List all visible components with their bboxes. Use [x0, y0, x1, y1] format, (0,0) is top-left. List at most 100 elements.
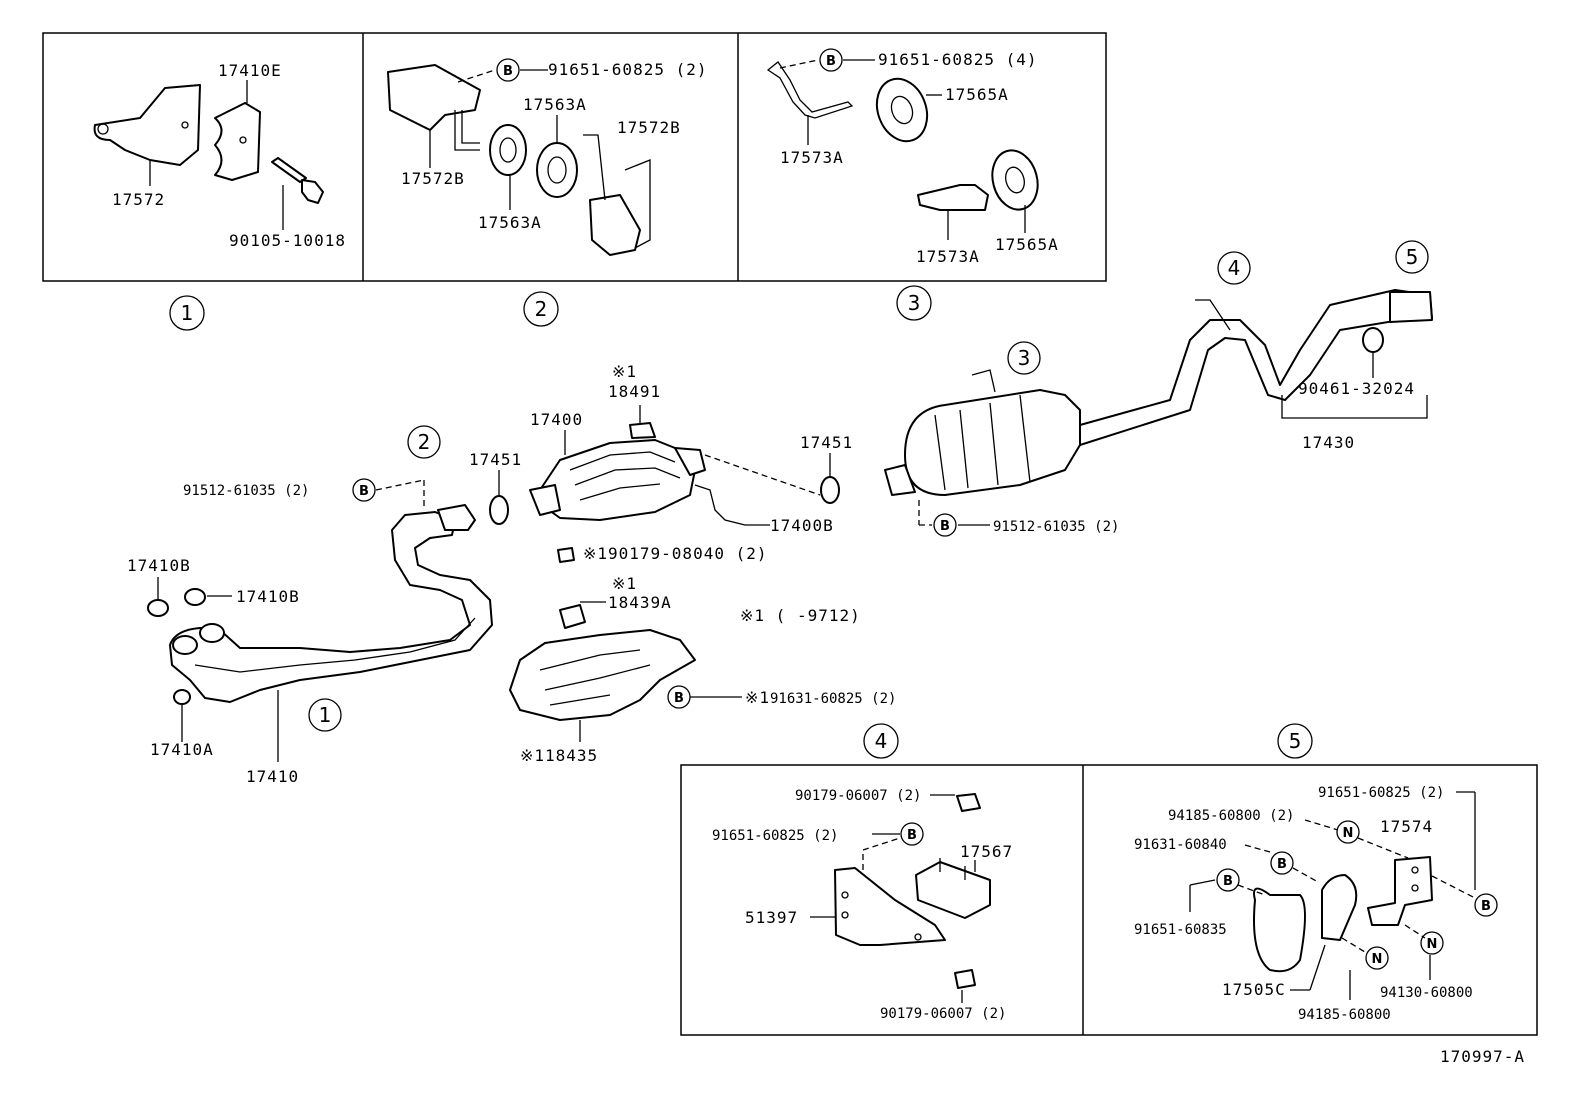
converter-flange: [529, 484, 561, 516]
flange-hole: [172, 635, 198, 655]
nut-90179-06007-top-shape: [956, 793, 981, 812]
part-label-91631-60840: 91631-60840: [1134, 837, 1227, 853]
svg-text:2: 2: [535, 297, 548, 321]
support-17563a-shape: [489, 124, 527, 176]
support-inner: [547, 156, 567, 184]
part-label-17563a-top: 17563A: [523, 95, 587, 114]
part-label-90179-08040: 90179-08040 (2): [608, 544, 768, 563]
part-label-17400: 17400: [530, 410, 583, 429]
mark-18435: ※1: [520, 746, 545, 765]
detail-marker-1-main: 1: [308, 698, 342, 732]
part-label-17410e: 17410E: [218, 61, 282, 80]
plug-18439a-shape: [559, 604, 586, 629]
bracket-hole: [97, 123, 109, 135]
mark-90179-08040: ※1: [583, 544, 608, 563]
shield-outline: [509, 629, 696, 721]
part-label-90179-06007-top: 90179-06007 (2): [795, 788, 921, 804]
plate-hole: [239, 136, 247, 144]
part-label-17410b-top: 17410B: [127, 556, 191, 575]
nut-symbol: N: [1336, 820, 1360, 844]
gasket-17410b-shape: [147, 599, 169, 617]
leader-dashed: [457, 69, 496, 83]
part-label-17572b-right: 17572B: [617, 118, 681, 137]
diagram-code: 170997-A: [1440, 1047, 1525, 1066]
part-label-17451-left: 17451: [469, 450, 522, 469]
hanger-bracket-shape: [387, 64, 481, 131]
svg-text:5: 5: [1406, 245, 1419, 269]
tail-pipe-outline: [1079, 289, 1433, 446]
detail-marker-3: 3: [896, 285, 932, 321]
svg-text:4: 4: [875, 729, 888, 753]
heat-shield-18435: [509, 629, 742, 742]
leader-dashed: [1237, 884, 1266, 896]
hanger-rod: [624, 159, 651, 249]
detail-marker-3-main: 3: [1007, 341, 1041, 375]
detail-marker-5-main: 5: [1395, 240, 1429, 274]
leader-dashed: [1304, 819, 1339, 831]
part-label-17410: 17410: [246, 767, 299, 786]
panel-5: 91651-60825 (2) 94185-60800 (2) 17574 91…: [1134, 785, 1476, 1023]
nut-symbol: N: [1365, 946, 1389, 970]
nut-90179-08040-shape: [557, 547, 575, 563]
svg-text:B: B: [359, 484, 369, 499]
muffler-flange: [884, 464, 916, 496]
bolt-symbol: B: [933, 513, 957, 537]
leader-dashed: [1357, 837, 1409, 859]
bolt-symbol: B: [352, 478, 376, 502]
bolt-symbol: B: [1270, 851, 1294, 875]
mark-91631-60825: ※1: [745, 688, 770, 707]
bracket-17574-shape: [1367, 856, 1433, 926]
gasket-17410b-shape-2: [184, 588, 206, 606]
part-label-91512-61035-front: 91512-61035 (2): [183, 483, 309, 499]
part-label-91651-60835: 91651-60835: [1134, 922, 1227, 938]
leader-dashed: [862, 837, 901, 851]
bracket-51397-shape: [834, 867, 946, 946]
support-17565a-shape-2: [991, 149, 1039, 211]
part-label-91512-61035-rear: 91512-61035 (2): [993, 519, 1119, 535]
support-inner: [890, 95, 914, 125]
svg-text:3: 3: [1018, 346, 1031, 370]
part-label-94130-60800: 94130-60800: [1380, 985, 1473, 1001]
part-label-17567: 17567: [960, 842, 1013, 861]
part-label-90461-32024: 90461-32024: [1298, 379, 1415, 398]
leader-dashed: [1431, 875, 1476, 899]
svg-text:5: 5: [1289, 729, 1302, 753]
svg-text:N: N: [1372, 952, 1383, 967]
bolt-symbol: B: [900, 822, 924, 846]
part-label-94185-60800-bottom: 94185-60800: [1298, 1007, 1391, 1023]
detail-marker-2-main: 2: [407, 425, 441, 459]
bolt-symbol: B: [1216, 868, 1240, 892]
main-labels: ※1 18491 17400 17451 17451 91512-61035 (…: [127, 362, 1415, 786]
svg-text:B: B: [1481, 899, 1491, 914]
cushion-17567-shape: [915, 861, 991, 919]
leader-dashed: [704, 454, 821, 496]
pipe-flange: [437, 504, 476, 531]
sensor-17400b-wire: [694, 484, 770, 526]
hanger-rod: [461, 110, 480, 144]
part-label-94185-60800-top: 94185-60800 (2): [1168, 808, 1294, 824]
leader-dashed: [1341, 937, 1366, 953]
part-label-91651-60825-4: 91651-60825 (4): [878, 50, 1038, 69]
nut-17410a-shape: [173, 689, 191, 705]
clamp-17505c-shape: [1321, 874, 1358, 941]
mark-18491: ※1: [612, 362, 637, 381]
converter-ribs: [569, 451, 681, 501]
svg-text:1: 1: [319, 703, 332, 727]
leader: [1309, 944, 1326, 991]
bracket-hole: [181, 121, 189, 129]
bracket-17572-shape: [93, 84, 201, 166]
part-label-17565a-bottom: 17565A: [995, 235, 1059, 254]
bracket-hole: [1411, 866, 1419, 874]
front-pipe-17410: [147, 479, 493, 762]
svg-text:B: B: [1223, 874, 1233, 889]
part-label-18439a: 18439A: [608, 593, 672, 612]
part-label-91651-60825-2: 91651-60825 (2): [548, 60, 708, 79]
converter-17400: [529, 405, 821, 526]
part-label-18491: 18491: [608, 382, 661, 401]
hanger-rod: [583, 134, 606, 201]
bottom-detail-frame: [680, 764, 1538, 1036]
svg-text:B: B: [907, 828, 917, 843]
panel-2: 17572B 17572B 17563A 17563A 91651-60825 …: [387, 60, 708, 256]
tail-pipe-17430: [884, 289, 1433, 526]
part-label-51397: 51397: [745, 908, 798, 927]
